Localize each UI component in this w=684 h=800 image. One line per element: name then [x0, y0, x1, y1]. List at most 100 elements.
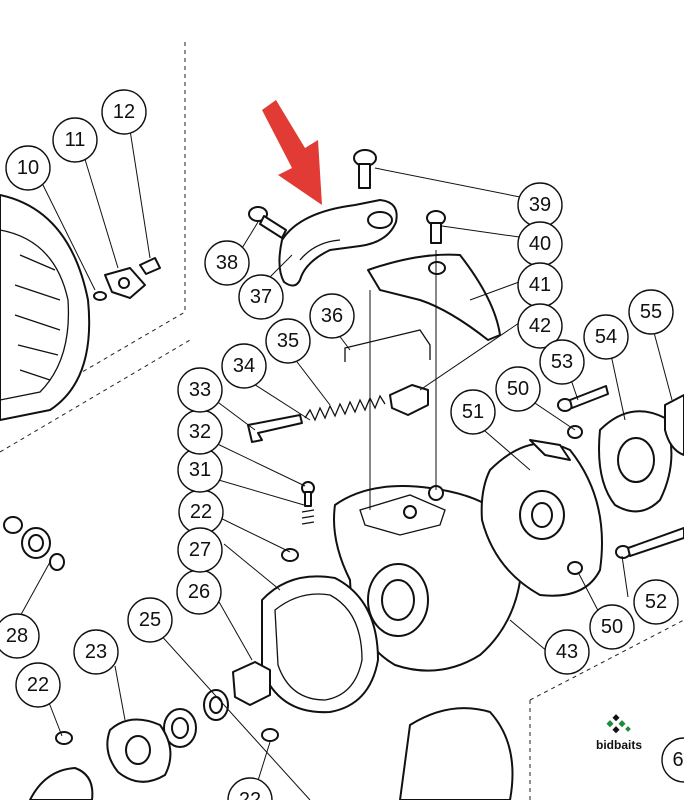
- part-bearing-25: [203, 689, 229, 721]
- leader-lines: [17, 129, 673, 800]
- svg-text:22: 22: [27, 674, 49, 696]
- part-screw-50-upper: [567, 425, 583, 439]
- callout-39: 39: [517, 182, 563, 228]
- part-bottom-left: [29, 767, 94, 800]
- part-screw-50-lower: [567, 561, 583, 575]
- callout-51: 51: [450, 389, 496, 435]
- svg-text:54: 54: [595, 326, 617, 348]
- callout-42: 42: [517, 303, 563, 349]
- svg-text:50: 50: [507, 378, 529, 400]
- bidbaits-logo-mark: [606, 714, 631, 734]
- part-wire-36: [344, 329, 431, 362]
- part-screw-40: [426, 210, 446, 244]
- part-ring: [163, 708, 197, 748]
- part-handle-stem: [399, 707, 514, 800]
- part-pin-31: [301, 481, 315, 525]
- part-spool-clip: [93, 257, 161, 301]
- callout-38: 38: [204, 240, 250, 286]
- part-screw-22-a: [281, 548, 299, 562]
- svg-text:28: 28: [6, 625, 28, 647]
- part-screw-53: [557, 385, 609, 412]
- svg-text:33: 33: [189, 379, 211, 401]
- part-frame-plate: [261, 575, 379, 714]
- svg-text:50: 50: [601, 616, 623, 638]
- svg-text:52: 52: [645, 591, 667, 613]
- part-bail-arm: [278, 199, 398, 287]
- svg-text:53: 53: [551, 351, 573, 373]
- callout-33: 33: [177, 367, 223, 413]
- part-cover: [367, 253, 501, 341]
- callout-12: 12: [101, 89, 147, 135]
- callout-34: 34: [221, 343, 267, 389]
- callout-36: 36: [309, 293, 355, 339]
- callout-23: 23: [73, 629, 119, 675]
- callout-37: 37: [238, 274, 284, 320]
- svg-text:31: 31: [189, 459, 211, 481]
- callout-43: 43: [544, 629, 590, 675]
- callout-52: 52: [633, 579, 679, 625]
- svg-text:32: 32: [189, 421, 211, 443]
- svg-text:39: 39: [529, 194, 551, 216]
- callout-28: 28: [0, 613, 40, 659]
- part-rotor-body: [333, 250, 523, 672]
- svg-text:34: 34: [233, 355, 255, 377]
- callout-11: 11: [52, 117, 98, 163]
- svg-text:22: 22: [190, 501, 212, 523]
- dashed-group-border-bottom-right: [529, 619, 684, 800]
- part-spring-35: [304, 394, 386, 422]
- callout-54: 54: [583, 314, 629, 360]
- svg-text:10: 10: [17, 157, 39, 179]
- highlight-arrow: [262, 100, 322, 205]
- part-spool: [0, 194, 91, 421]
- svg-text:37: 37: [250, 286, 272, 308]
- part-screw-22-c: [55, 731, 73, 745]
- svg-text:12: 12: [113, 101, 135, 123]
- svg-text:55: 55: [640, 301, 662, 323]
- callout-53: 53: [539, 339, 585, 385]
- part-lever-33: [247, 414, 303, 443]
- part-flange-23: [106, 718, 172, 783]
- part-nut-26: [232, 661, 271, 706]
- callout-40: 40: [517, 221, 563, 267]
- svg-text:27: 27: [189, 539, 211, 561]
- svg-text:41: 41: [529, 274, 551, 296]
- dashed-group-border-top-left: [0, 42, 186, 421]
- svg-text:35: 35: [277, 330, 299, 352]
- svg-text:40: 40: [529, 233, 551, 255]
- callout-10: 10: [5, 145, 51, 191]
- svg-text:23: 23: [85, 641, 107, 663]
- part-side-cover: [480, 439, 603, 597]
- callout-22-c: 22: [227, 777, 273, 800]
- callout-35: 35: [265, 318, 311, 364]
- part-55: [664, 394, 684, 456]
- callout-32: 32: [177, 409, 223, 455]
- callout-22-b: 22: [15, 662, 61, 708]
- brand-name: bidbaits: [596, 738, 642, 752]
- callout-55: 55: [628, 289, 674, 335]
- svg-text:25: 25: [139, 609, 161, 631]
- svg-text:42: 42: [529, 315, 551, 337]
- svg-text:26: 26: [188, 581, 210, 603]
- callout-27: 27: [177, 527, 223, 573]
- svg-text:43: 43: [556, 641, 578, 663]
- part-screw-39: [353, 149, 377, 189]
- part-bushings-28: [3, 516, 65, 571]
- callout-26: 26: [176, 569, 222, 615]
- callout-22-a: 22: [178, 489, 224, 535]
- part-bearing-ring: [598, 410, 673, 513]
- svg-text:36: 36: [321, 305, 343, 327]
- callout-25: 25: [127, 597, 173, 643]
- svg-text:6: 6: [672, 749, 683, 771]
- callout-41: 41: [517, 262, 563, 308]
- callout-50-a: 50: [495, 366, 541, 412]
- part-screw-38: [248, 206, 287, 239]
- part-screw-52: [615, 527, 684, 559]
- part-screw-22-b: [261, 728, 279, 742]
- svg-text:11: 11: [65, 129, 86, 151]
- svg-text:51: 51: [462, 401, 484, 423]
- svg-text:38: 38: [216, 252, 238, 274]
- part-block-42: [389, 384, 429, 416]
- callout-6: 6: [661, 737, 684, 783]
- svg-text:22: 22: [239, 789, 261, 800]
